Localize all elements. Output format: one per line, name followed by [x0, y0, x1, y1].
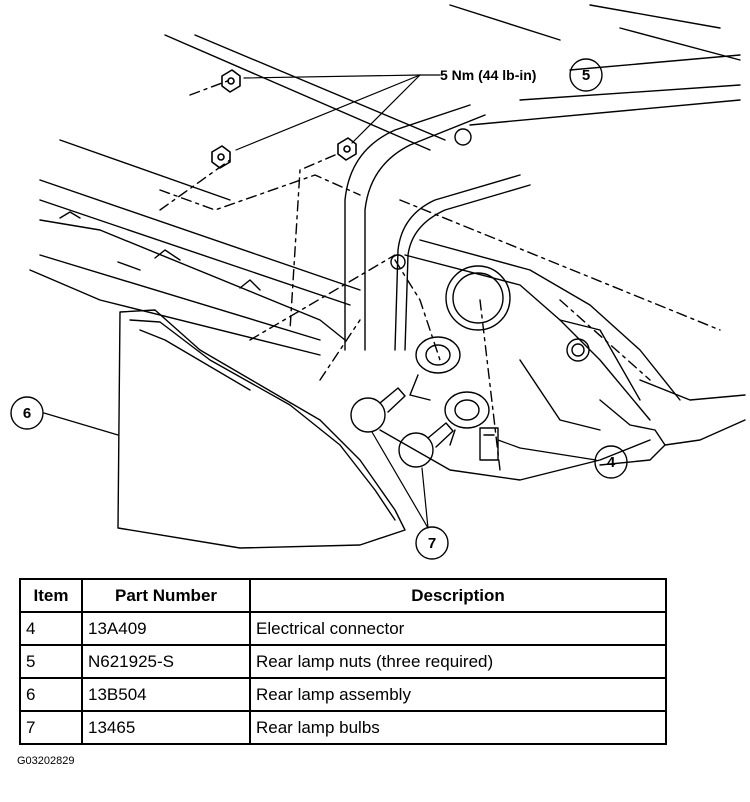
row-part-number: 13465	[81, 710, 251, 745]
rear-lamp-assembly	[117, 309, 406, 549]
callout-7-circle	[415, 526, 449, 560]
header-part-number: Part Number	[81, 578, 251, 613]
bumper-rail	[29, 211, 346, 356]
header-item: Item	[19, 578, 83, 613]
row-item: 7	[19, 710, 83, 745]
row-part-number: N621925-S	[81, 644, 251, 679]
rear-lamp-diagram: 5 Nm (44 lb-in) 5 6 4 7	[10, 4, 746, 560]
callout-6-label: 6	[23, 405, 31, 422]
callout-6-circle	[10, 396, 44, 430]
body-panel-lines	[39, 4, 741, 306]
parts-table: Item Part Number Description 4 13A409 El…	[19, 578, 667, 745]
table-row: 5 N621925-S Rear lamp nuts (three requir…	[19, 644, 667, 679]
row-item: 6	[19, 677, 83, 712]
row-item: 4	[19, 611, 83, 646]
bulb-sockets	[409, 336, 490, 446]
header-description: Description	[249, 578, 667, 613]
table-header-row: Item Part Number Description	[19, 578, 667, 613]
lamp-pocket	[379, 239, 746, 481]
table-row: 4 13A409 Electrical connector	[19, 611, 667, 646]
row-part-number: 13A409	[81, 611, 251, 646]
electrical-connector	[479, 427, 499, 461]
rear-lamp-nuts	[211, 69, 357, 169]
callout-5-label: 5	[582, 67, 590, 84]
torque-spec-label: 5 Nm (44 lb-in)	[440, 67, 536, 83]
table-row: 7 13465 Rear lamp bulbs	[19, 710, 667, 745]
row-description: Rear lamp assembly	[249, 677, 667, 712]
callout-7-label: 7	[428, 535, 436, 552]
callout-4-circle	[594, 445, 628, 479]
body-pillar	[344, 104, 531, 351]
row-description: Rear lamp bulbs	[249, 710, 667, 745]
table-row: 6 13B504 Rear lamp assembly	[19, 677, 667, 712]
row-item: 5	[19, 644, 83, 679]
callout-5-circle	[569, 58, 603, 92]
row-description: Rear lamp nuts (three required)	[249, 644, 667, 679]
figure-id: G03202829	[17, 755, 75, 767]
row-description: Electrical connector	[249, 611, 667, 646]
callout-4-label: 4	[607, 454, 616, 471]
row-part-number: 13B504	[81, 677, 251, 712]
leader-lines	[43, 74, 597, 529]
rear-lamp-bulbs	[350, 387, 454, 468]
